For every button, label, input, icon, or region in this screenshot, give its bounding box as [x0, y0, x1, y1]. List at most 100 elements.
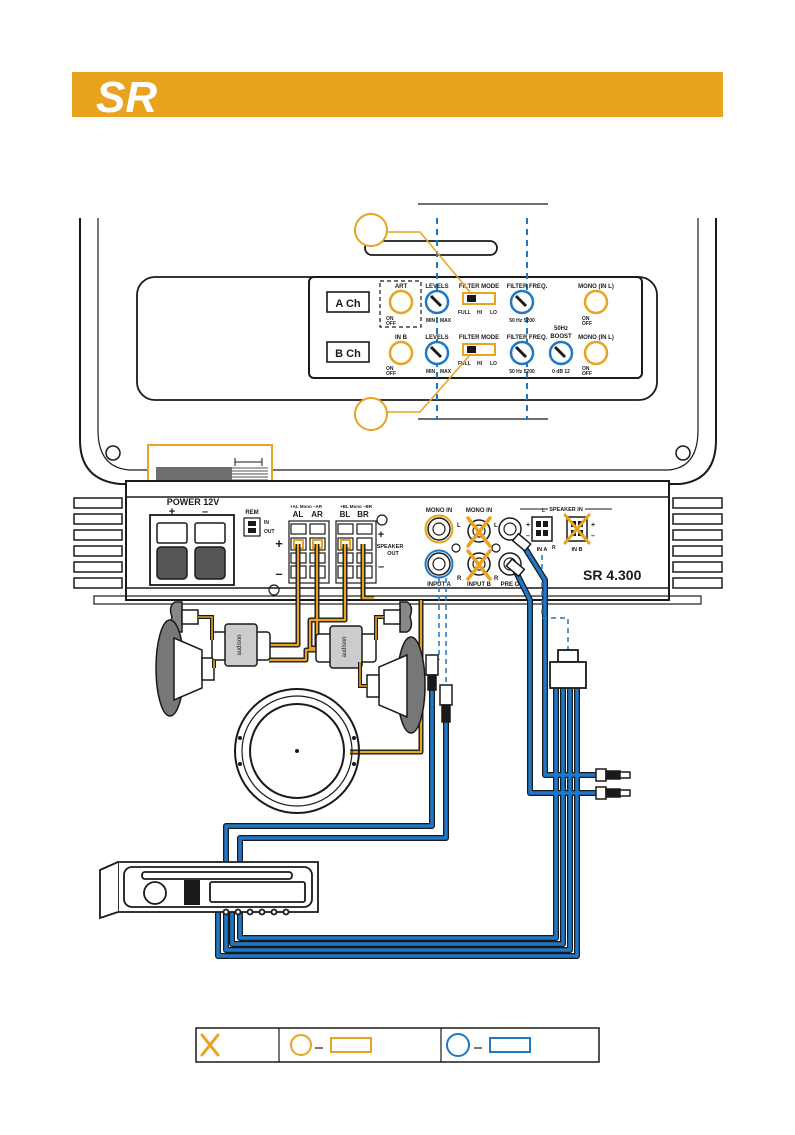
svg-text:OFF: OFF: [582, 371, 592, 377]
svg-text:R: R: [494, 576, 499, 582]
svg-text:OFF: OFF: [582, 321, 592, 327]
mono-knob-a[interactable]: [583, 289, 609, 315]
tweeter-right: [383, 601, 413, 633]
legend-orange-circle-icon: [290, 1034, 312, 1056]
boost-label: 50Hz: [554, 326, 568, 332]
rem-label: REM: [245, 510, 258, 516]
b-ch-label: B Ch: [335, 348, 361, 360]
input-a-rca[interactable]: [427, 552, 451, 576]
filter-freq-knob-a[interactable]: [509, 289, 535, 315]
filter-freq-label-a: FILTER FREQ.: [507, 284, 548, 290]
power-label: POWER 12V: [167, 497, 220, 507]
svg-text:audison: audison: [342, 636, 348, 657]
callout-circle-bottom: [354, 397, 388, 431]
svg-text:OFF: OFF: [386, 321, 396, 327]
pre-out-rca-l[interactable]: [498, 517, 522, 541]
svg-text:audison: audison: [237, 634, 243, 655]
svg-text:–: –: [591, 533, 595, 540]
filter-mode-label-b: FILTER MODE: [459, 335, 499, 341]
svg-text:LO: LO: [490, 310, 497, 316]
svg-text:50 Hz 5200: 50 Hz 5200: [509, 369, 535, 375]
levels-label-b: LEVELS: [425, 335, 448, 341]
input-b-label: INPUT B: [467, 582, 492, 588]
heatsink-left: [73, 497, 123, 589]
legend-blue-circle-icon: [446, 1033, 470, 1057]
svg-text:OUT: OUT: [264, 529, 275, 535]
svg-text:AL: AL: [293, 510, 304, 519]
power-terminal-minus[interactable]: [194, 522, 226, 580]
rca-cables: [215, 538, 596, 959]
svg-text:L: L: [542, 508, 545, 514]
svg-text:R: R: [457, 576, 462, 582]
header-title: SR: [96, 73, 157, 122]
mono-in-label-a: MONO IN: [426, 508, 452, 514]
art-label: ART: [395, 284, 408, 290]
rem-terminal[interactable]: [243, 517, 261, 537]
boost-knob[interactable]: [548, 340, 574, 366]
power-terminal-plus[interactable]: [156, 522, 188, 580]
a-ch-label-box: [326, 291, 370, 313]
mono-knob-b[interactable]: [583, 340, 609, 366]
filter-freq-knob-b[interactable]: [509, 340, 535, 366]
svg-text:FULL: FULL: [458, 310, 471, 316]
speaker-in-adapter: [549, 649, 587, 689]
legend-x-icon: [200, 1033, 220, 1057]
svg-text:ON: ON: [582, 316, 590, 322]
woofer-right: [366, 636, 426, 734]
speaker-in-a-connector[interactable]: [531, 516, 553, 542]
svg-text:BL: BL: [340, 510, 351, 519]
top-slot: [364, 240, 498, 256]
svg-text:MAX: MAX: [440, 369, 452, 375]
input-a-label: INPUT A: [427, 582, 451, 588]
svg-text:LO: LO: [490, 361, 497, 367]
svg-text:+BL Mono –BR: +BL Mono –BR: [340, 504, 373, 509]
b-ch-label-box: [326, 341, 370, 363]
svg-text:+: +: [591, 522, 595, 529]
levels-label-a: LEVELS: [425, 284, 448, 290]
speaker-in-label: SPEAKER IN: [549, 507, 583, 513]
svg-text:OFF: OFF: [386, 371, 396, 377]
svg-text:OUT: OUT: [387, 551, 399, 557]
svg-text:ON: ON: [386, 316, 394, 322]
head-unit: [99, 861, 319, 920]
a-ch-label: A Ch: [335, 298, 361, 310]
svg-text:FULL: FULL: [458, 361, 471, 367]
in-b-knob[interactable]: [388, 340, 414, 366]
svg-text:MIN: MIN: [426, 369, 436, 375]
legend-blue-rect-icon: [489, 1037, 531, 1053]
svg-text:ON: ON: [582, 366, 590, 372]
input-a-mono-rca[interactable]: [427, 517, 451, 541]
legend-orange-rect-icon: [330, 1037, 372, 1053]
svg-text:HI: HI: [477, 310, 483, 316]
art-knob[interactable]: [388, 289, 414, 315]
svg-text:+AL Mono –AR: +AL Mono –AR: [290, 504, 323, 509]
mono-label-a: MONO (IN L): [578, 284, 614, 290]
svg-text:L: L: [457, 523, 461, 529]
levels-knob-a[interactable]: [424, 289, 450, 315]
filter-freq-label-b: FILTER FREQ.: [507, 335, 548, 341]
in-a-label: IN A: [537, 547, 548, 553]
filter-mode-switch-a[interactable]: [462, 292, 496, 305]
svg-text:+: +: [275, 536, 283, 551]
rca-plug-preout: [505, 532, 532, 578]
mono-label-b: MONO (IN L): [578, 335, 614, 341]
crossover-right: audison: [315, 625, 377, 669]
in-b-label: IN B: [395, 335, 408, 341]
levels-knob-b[interactable]: [424, 340, 450, 366]
screw-hole: [105, 445, 121, 461]
in-b-conn-label: IN B: [572, 547, 583, 553]
filter-mode-switch-b[interactable]: [462, 343, 496, 356]
legend: [195, 1027, 600, 1063]
screw-hole: [675, 445, 691, 461]
svg-text:MAX: MAX: [440, 318, 452, 324]
svg-text:+: +: [526, 522, 530, 529]
disabled-x-mark: [466, 516, 492, 581]
svg-text:BOOST: BOOST: [550, 334, 572, 340]
svg-text:ON: ON: [386, 366, 394, 372]
svg-text:50 Hz 5200: 50 Hz 5200: [509, 318, 535, 324]
svg-text:+: +: [378, 529, 384, 541]
svg-text:AR: AR: [311, 510, 323, 519]
heatsink-right: [672, 497, 723, 589]
svg-text:BR: BR: [357, 510, 369, 519]
svg-text:–: –: [275, 566, 282, 581]
